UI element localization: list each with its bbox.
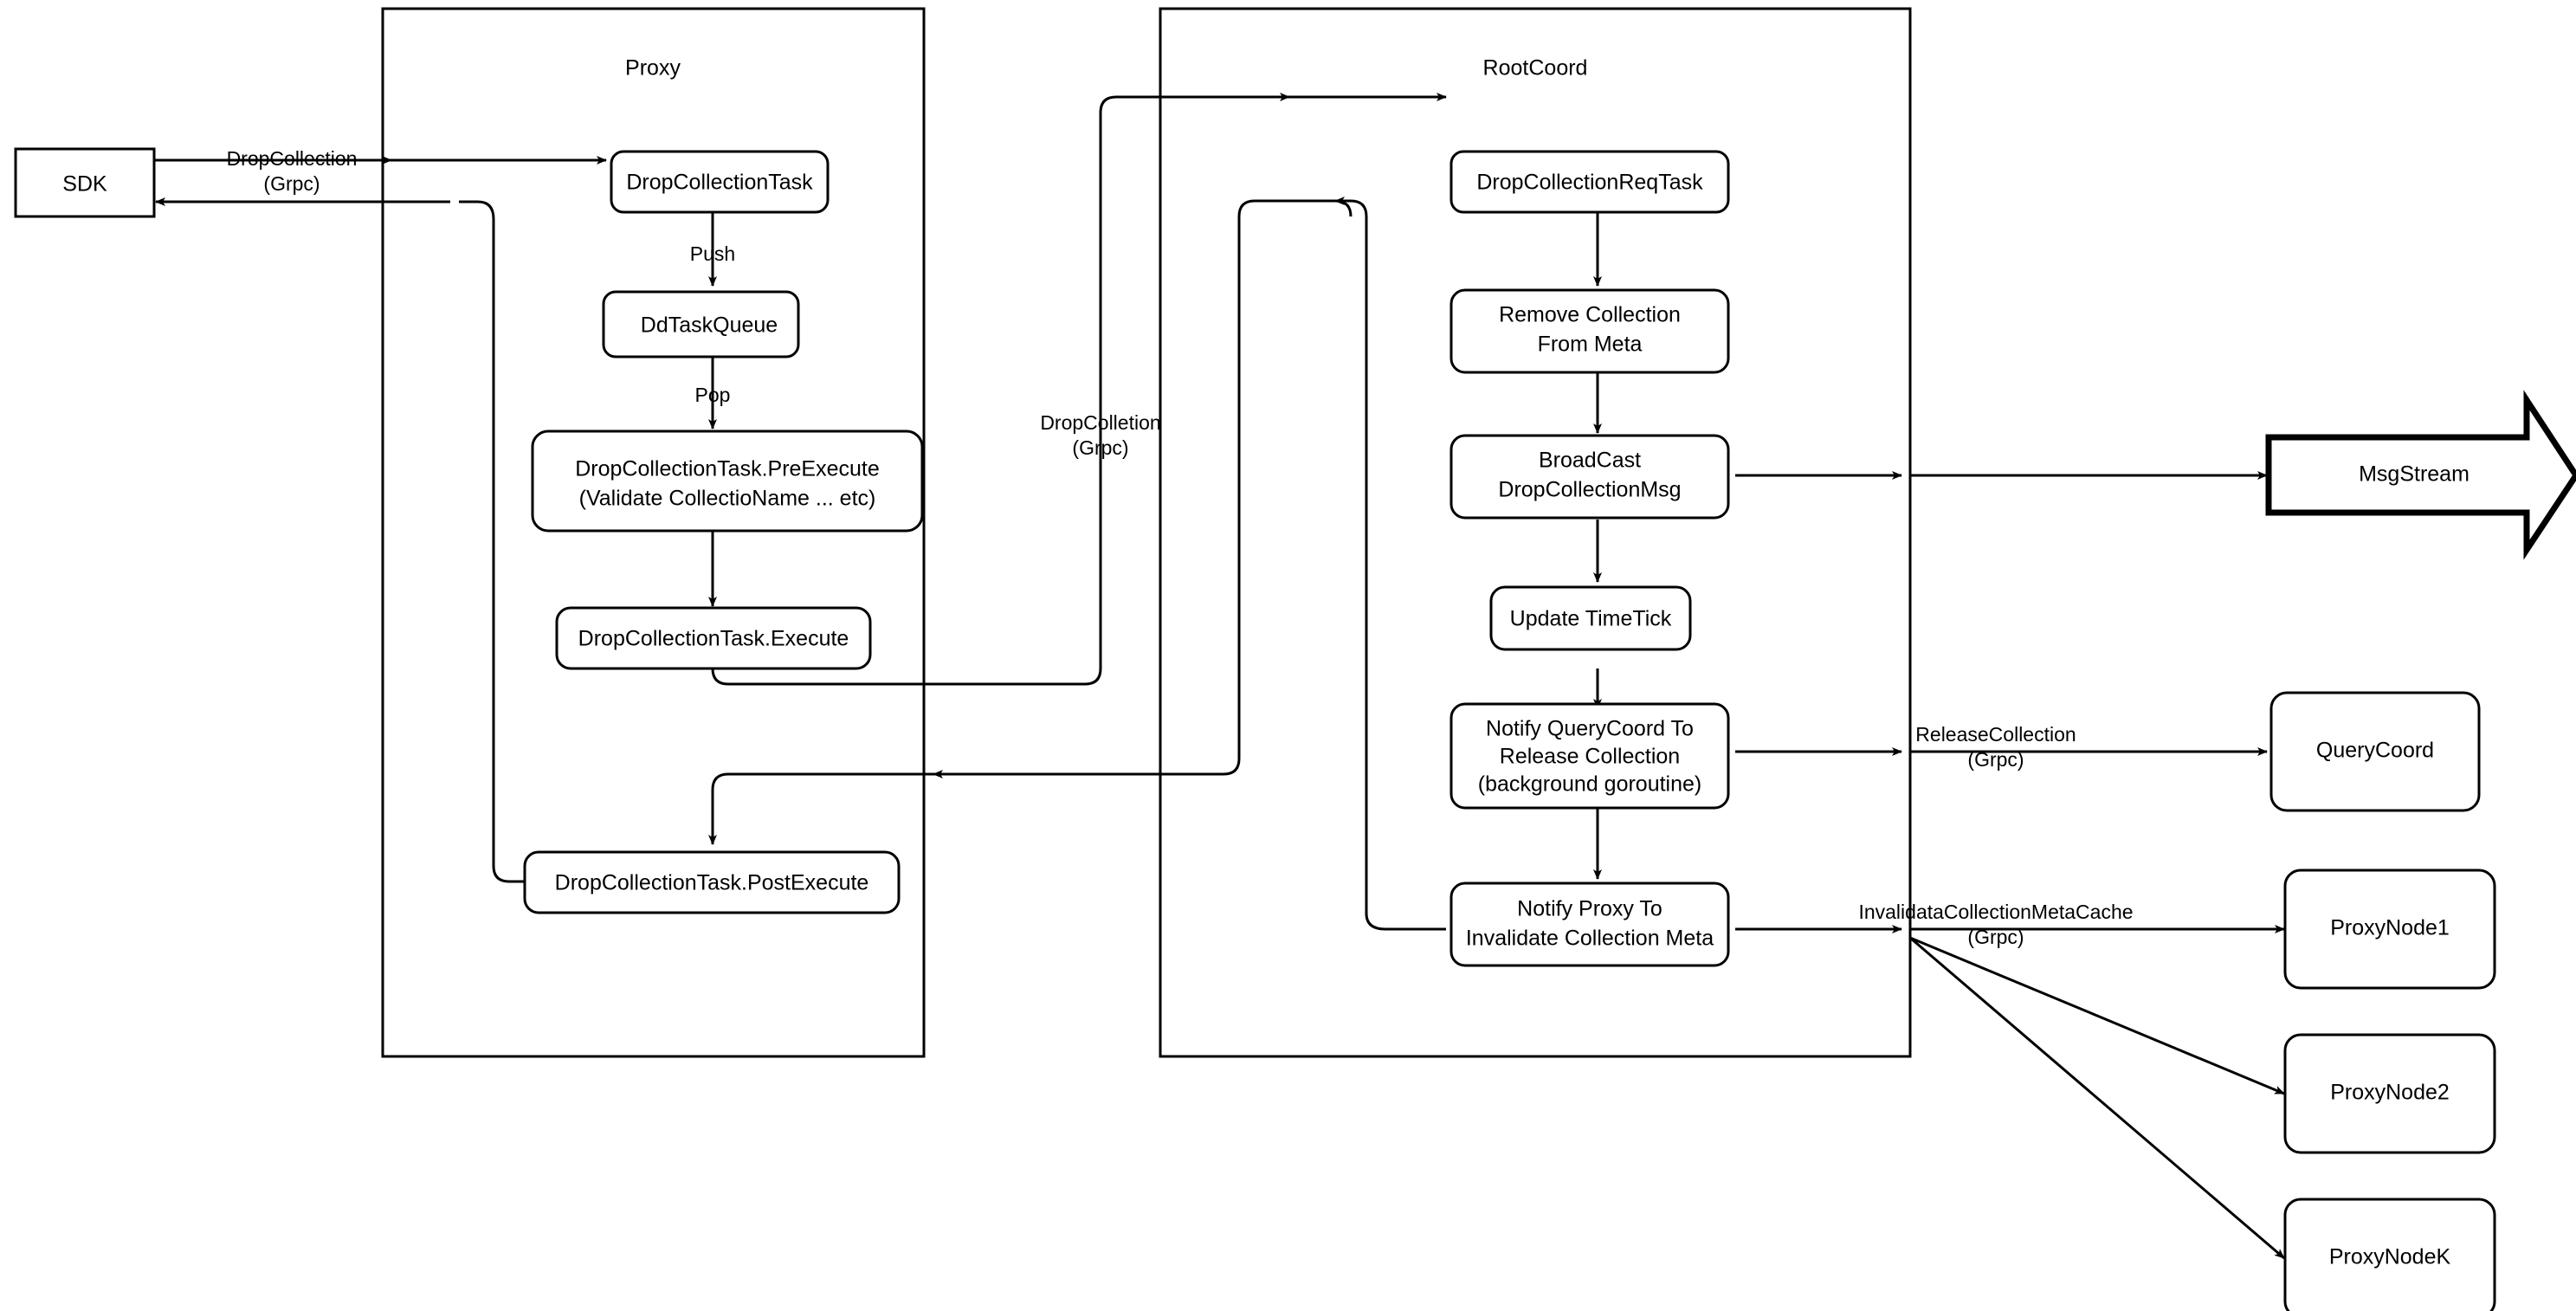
node-sdk[interactable]: SDK (14, 147, 156, 218)
node-req-task[interactable]: DropCollectionReqTask (1449, 150, 1730, 214)
edge-label-release-line2: (Grpc) (1967, 748, 2024, 771)
node-execute-label: DropCollectionTask.Execute (578, 627, 849, 651)
edge-rootcoordedge-to-proxynodek (1909, 936, 2285, 1260)
node-pre-execute-label-line1: DropCollectionTask.PreExecute (575, 457, 880, 481)
node-dd-task-queue[interactable]: DdTaskQueue (602, 290, 800, 358)
node-msgstream[interactable]: MsgStream (2265, 390, 2576, 560)
container-proxy: Proxy (381, 7, 926, 1058)
edge-label-proxy-to-rootcoord-line1: DropColletion (1040, 411, 1160, 434)
node-update-timetick-label: Update TimeTick (1510, 607, 1672, 631)
edge-notifyproxy-to-return (1334, 197, 1446, 931)
node-remove-meta-label-line1: Remove Collection (1499, 303, 1681, 327)
node-pre-execute[interactable]: DropCollectionTask.PreExecute (Validate … (531, 429, 924, 533)
node-notify-proxy-label-line1: Notify Proxy To (1517, 897, 1662, 921)
edge-label-sdk-line2: (Grpc) (263, 172, 320, 195)
node-req-task-label: DropCollectionReqTask (1476, 171, 1703, 195)
node-pre-execute-label-line2: (Validate CollectioName ... etc) (579, 487, 876, 511)
node-notify-querycoord[interactable]: Notify QueryCoord To Release Collection … (1449, 702, 1730, 810)
node-notify-proxy[interactable]: Notify Proxy To Invalidate Collection Me… (1449, 882, 1730, 967)
node-broadcast[interactable]: BroadCast DropCollectionMsg (1449, 434, 1730, 520)
node-proxynode1-label: ProxyNode1 (2330, 916, 2450, 940)
node-broadcast-label-line2: DropCollectionMsg (1498, 478, 1681, 502)
edge-execute-to-rootcoord (711, 93, 1290, 686)
node-msgstream-label: MsgStream (2359, 462, 2469, 487)
node-remove-meta[interactable]: Remove Collection From Meta (1449, 288, 1730, 374)
node-drop-collection-task-label: DropCollectionTask (626, 171, 813, 195)
node-update-timetick[interactable]: Update TimeTick (1489, 585, 1692, 651)
node-post-execute-label: DropCollectionTask.PostExecute (555, 871, 869, 895)
edge-rootcoordedge-to-proxynode2 (1909, 936, 2285, 1095)
node-proxynode2-label: ProxyNode2 (2330, 1081, 2450, 1105)
edge-label-push: Push (690, 242, 735, 265)
node-notify-proxy-label-line2: Invalidate Collection Meta (1466, 927, 1714, 951)
node-proxynodek[interactable]: ProxyNodeK (2283, 1198, 2496, 1311)
node-querycoord-label: QueryCoord (2316, 739, 2434, 763)
node-notify-querycoord-label-line2: Release Collection (1500, 745, 1680, 769)
node-notify-querycoord-label-line3: (background goroutine) (1478, 772, 1702, 797)
node-proxynode1[interactable]: ProxyNode1 (2283, 869, 2496, 990)
node-proxynodek-label: ProxyNodeK (2329, 1245, 2451, 1269)
node-sdk-label: SDK (62, 172, 107, 197)
node-dd-task-queue-label: DdTaskQueue (641, 313, 778, 338)
edge-label-sdk-line1: DropCollection (227, 147, 358, 170)
edge-label-invalidate-line2: (Grpc) (1967, 926, 2024, 948)
edge-label-release-line1: ReleaseCollection (1915, 723, 2076, 746)
node-notify-querycoord-label-line1: Notify QueryCoord To (1486, 717, 1694, 741)
node-execute[interactable]: DropCollectionTask.Execute (555, 606, 872, 670)
edge-label-proxy-to-rootcoord-line2: (Grpc) (1072, 436, 1128, 459)
edge-postexecute-to-sdk (459, 200, 526, 883)
container-proxy-title: Proxy (625, 56, 681, 81)
container-rootcoord-title: RootCoord (1483, 56, 1588, 81)
node-broadcast-label-line1: BroadCast (1539, 449, 1641, 473)
container-rootcoord: RootCoord (1159, 7, 1912, 1058)
node-drop-collection-task[interactable]: DropCollectionTask (610, 150, 830, 214)
edge-label-pop: Pop (695, 384, 731, 406)
node-proxynode2[interactable]: ProxyNode2 (2283, 1033, 2496, 1154)
node-post-execute[interactable]: DropCollectionTask.PostExecute (523, 850, 901, 914)
node-remove-meta-label-line2: From Meta (1538, 333, 1643, 357)
node-querycoord[interactable]: QueryCoord (2269, 691, 2481, 812)
edge-label-invalidate-line1: InvalidataCollectionMetaCache (1858, 901, 2133, 923)
